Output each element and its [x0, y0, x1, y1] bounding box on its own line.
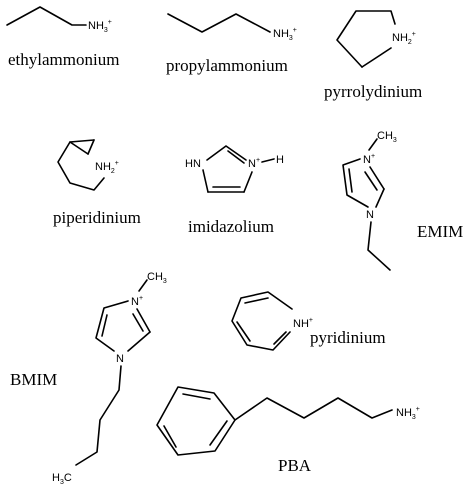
emim-ring-bonds	[342, 158, 369, 208]
emim-double-bond	[348, 168, 353, 193]
ethylammonium-nh3-atom: NH3+	[88, 19, 112, 34]
bmim-h3c-atom: H3C	[52, 472, 72, 486]
imidazolium-h-atom: H	[276, 154, 284, 166]
emim-n-plus-atom: N+	[363, 153, 375, 166]
imidazolium-hn-atom: HN	[185, 158, 201, 170]
pba-nh3-atom: NH3+	[396, 406, 420, 421]
pba-benzene-ring	[156, 386, 236, 456]
pyrrolydinium-molecule: NH2+ pyrrolydinium	[324, 10, 422, 101]
pyridine-ring-bonds	[231, 291, 293, 351]
pyridinium-label: pyridinium	[310, 328, 386, 347]
imidazolium-label: imidazolium	[188, 217, 274, 236]
pyrrolidine-ring-bond	[361, 47, 392, 68]
emim-n-atom: N	[366, 209, 374, 221]
emim-methyl-bond	[368, 138, 378, 151]
emim-ethyl-bonds	[367, 221, 391, 271]
bmim-double-bond	[132, 313, 144, 332]
pba-butyl-chain-bonds	[234, 397, 393, 421]
imidazole-ring-bonds	[206, 145, 247, 161]
emim-label: EMIM	[417, 222, 463, 241]
piperidine-ring-bond	[69, 139, 95, 143]
ethylammonium-molecule: NH3+ ethylammonium	[6, 6, 119, 69]
piperidinium-label: piperidinium	[53, 208, 141, 227]
pyridine-double-bond	[236, 321, 251, 342]
pyrrolydinium-label: pyrrolydinium	[324, 82, 422, 101]
pyridinium-molecule: NH+ pyridinium	[231, 291, 386, 351]
bmim-molecule: CH3 N+ N H3C BMIM	[10, 271, 167, 486]
emim-ring-bond	[375, 188, 385, 208]
emim-molecule: CH3 N+ N EMIM	[342, 130, 463, 271]
imidazole-double-bond	[227, 150, 245, 164]
bmim-methyl-bond	[138, 279, 148, 292]
imidazole-ring-bond	[202, 169, 209, 193]
imidazolium-nh-bond	[261, 158, 275, 163]
pyridine-double-bond	[273, 331, 287, 345]
piperidine-ring-bonds	[57, 141, 105, 191]
propyl-chain-bonds	[167, 13, 271, 33]
emim-ch3-atom: CH3	[377, 130, 397, 144]
propylammonium-nh3-atom: NH3+	[273, 27, 297, 42]
pba-label: PBA	[278, 456, 312, 475]
emim-ring-bond	[369, 166, 385, 190]
pba-benzene-double-bond	[163, 425, 177, 448]
bmim-double-bond	[101, 314, 108, 337]
bmim-ring-bond	[136, 308, 151, 333]
piperidine-ring-bond	[87, 139, 95, 155]
bmim-n-plus-atom: N+	[131, 295, 143, 308]
imidazolium-n-plus-atom: N+	[248, 157, 260, 170]
pyrrolidine-ring-bonds	[336, 10, 396, 68]
ethyl-chain-bonds	[6, 6, 87, 26]
bmim-ch3-atom: CH3	[147, 271, 167, 285]
pyrrolydinium-nh2-atom: NH2+	[392, 31, 416, 46]
pba-benzene-double-bond	[182, 393, 211, 400]
pba-molecule: NH3+ PBA	[156, 386, 420, 475]
bmim-ring-bonds	[95, 300, 129, 352]
imidazolium-molecule: HN N+ H imidazolium	[185, 145, 284, 236]
emim-double-bond	[364, 171, 378, 191]
bmim-ring-bond	[127, 331, 151, 352]
propylammonium-molecule: NH3+ propylammonium	[166, 13, 297, 75]
imidazole-ring-bond	[243, 171, 253, 193]
propylammonium-label: propylammonium	[166, 56, 288, 75]
piperidinium-nh2-atom: NH2+	[95, 160, 119, 175]
pyridine-double-bond	[244, 297, 269, 304]
pba-benzene-double-bond	[209, 420, 228, 446]
bmim-butyl-bonds	[75, 365, 122, 466]
piperidinium-molecule: NH2+ piperidinium	[53, 139, 141, 227]
bmim-n-atom: N	[116, 353, 124, 365]
pyridinium-nh-atom: NH+	[293, 317, 313, 330]
ethylammonium-label: ethylammonium	[8, 50, 119, 69]
bmim-label: BMIM	[10, 370, 57, 389]
